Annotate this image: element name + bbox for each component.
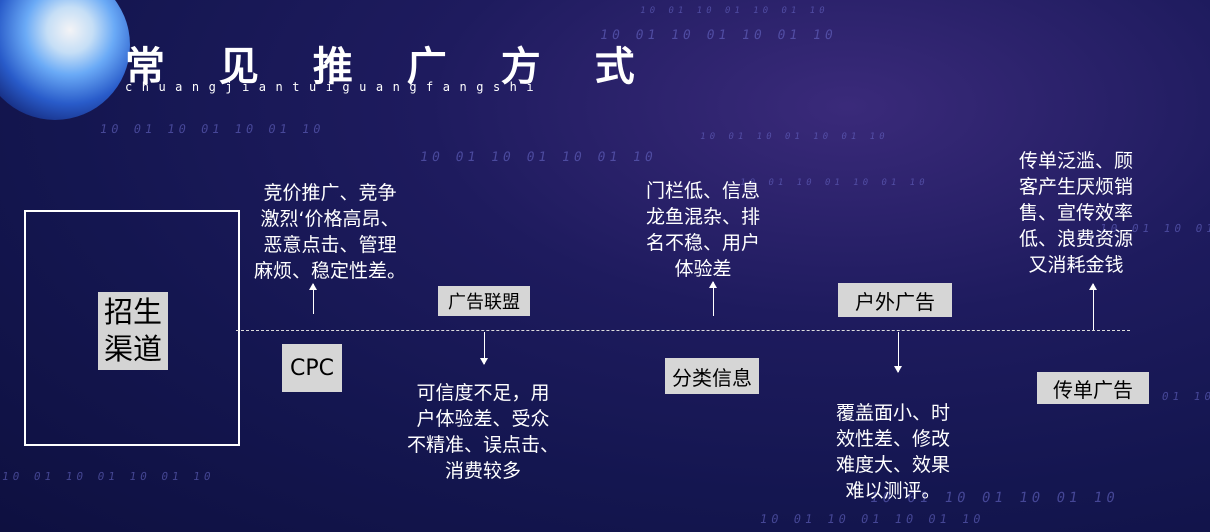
desc-line: 名不稳、用户 (618, 230, 788, 256)
arrow-down-icon (484, 332, 485, 364)
arrow-down-icon (898, 332, 899, 372)
globe-decoration (0, 0, 130, 120)
binary-decoration: 10 01 10 01 10 01 10 (639, 6, 829, 16)
desc-outdoor-ad: 覆盖面小、时 效性差、修改 难度大、效果 难以测评。 (808, 400, 978, 504)
desc-line: 覆盖面小、时 (808, 400, 978, 426)
desc-line: 效性差、修改 (808, 426, 978, 452)
desc-line: 传单泛滥、顾 (990, 148, 1162, 174)
desc-line: 麻烦、稳定性差。 (240, 258, 420, 284)
desc-line: 售、宣传效率 (990, 200, 1162, 226)
desc-line: 客产生厌烦销 (990, 174, 1162, 200)
desc-line: 消费较多 (393, 458, 573, 484)
desc-line: 难度大、效果 (808, 452, 978, 478)
desc-flyer-ad: 传单泛滥、顾 客产生厌烦销 售、宣传效率 低、浪费资源 又消耗金钱 (990, 148, 1162, 278)
arrow-up-icon (1093, 284, 1094, 330)
channel-label-line: 招生 (98, 294, 168, 331)
tag-classified-info: 分类信息 (665, 358, 759, 394)
tag-outdoor-ad: 户外广告 (838, 283, 952, 317)
desc-line: 门栏低、信息 (618, 178, 788, 204)
desc-line: 又消耗金钱 (990, 252, 1162, 278)
desc-line: 激烈‘价格高昂、 (240, 206, 420, 232)
binary-decoration: 10 01 10 01 10 01 10 (699, 132, 889, 142)
arrow-up-icon (713, 282, 714, 316)
desc-line: 龙鱼混杂、排 (618, 204, 788, 230)
desc-line: 不精准、误点击、 (393, 432, 573, 458)
desc-cpc: 竞价推广、竞争 激烈‘价格高昂、 恶意点击、管理 麻烦、稳定性差。 (240, 180, 420, 284)
timeline-dashed-line (236, 330, 1130, 331)
binary-decoration: 10 01 10 01 10 01 10 (99, 122, 326, 136)
binary-decoration: 10 01 10 01 10 01 10 (1, 470, 216, 483)
desc-line: 低、浪费资源 (990, 226, 1162, 252)
desc-line: 恶意点击、管理 (240, 232, 420, 258)
desc-line: 体验差 (618, 256, 788, 282)
binary-decoration: 10 01 10 01 10 01 10 (419, 150, 658, 165)
desc-line: 户体验差、受众 (393, 406, 573, 432)
arrow-up-icon (313, 284, 314, 314)
binary-decoration: 10 01 10 01 10 01 10 (759, 512, 986, 526)
desc-line: 竞价推广、竞争 (240, 180, 420, 206)
channel-label: 招生 渠道 (98, 292, 168, 370)
desc-classified-info: 门栏低、信息 龙鱼混杂、排 名不稳、用户 体验差 (618, 178, 788, 282)
tag-cpc: CPC (282, 344, 342, 392)
desc-line: 难以测评。 (808, 478, 978, 504)
desc-ad-alliance: 可信度不足，用 户体验差、受众 不精准、误点击、 消费较多 (393, 380, 573, 484)
channel-label-line: 渠道 (98, 331, 168, 368)
page-subtitle-pinyin: chuangjiantuiguangfangshi (125, 80, 543, 94)
tag-flyer-ad: 传单广告 (1037, 372, 1149, 404)
desc-line: 可信度不足，用 (393, 380, 573, 406)
tag-ad-alliance: 广告联盟 (438, 286, 530, 316)
